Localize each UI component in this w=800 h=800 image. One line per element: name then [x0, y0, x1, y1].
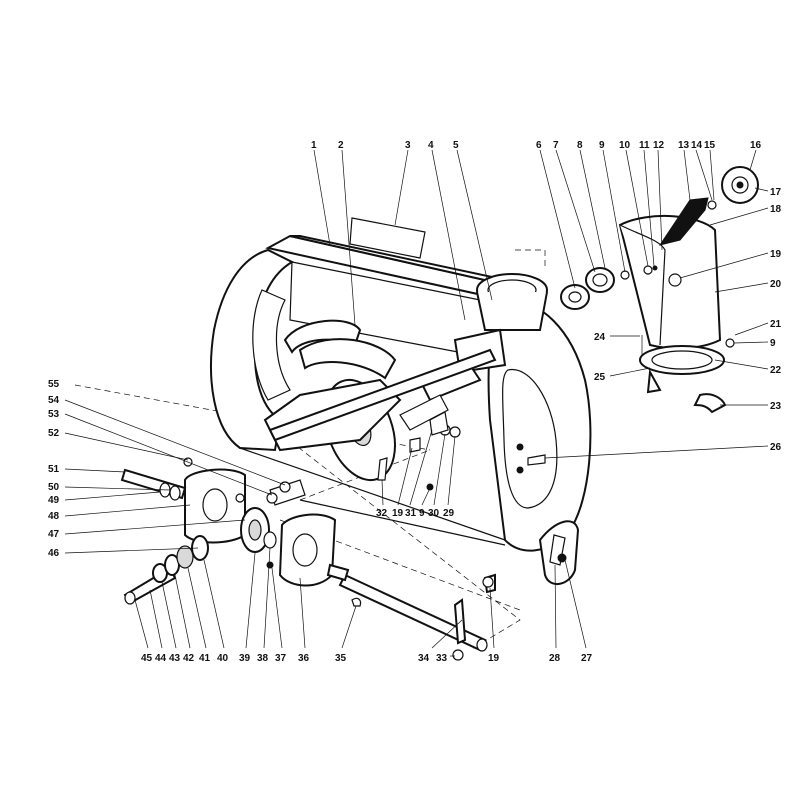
callout-34: 34 [418, 653, 430, 664]
callout-27: 27 [581, 653, 593, 664]
callout-16: 16 [750, 140, 762, 151]
callout-24: 24 [594, 332, 606, 343]
callout-18: 18 [770, 204, 782, 215]
callout-30: 30 [428, 508, 440, 519]
callout-39: 39 [239, 653, 251, 664]
callout-42: 42 [183, 653, 195, 664]
callout-32: 32 [376, 508, 388, 519]
callout-31: 31 [405, 508, 417, 519]
callout-55: 55 [48, 379, 60, 390]
auger-assembly [263, 319, 497, 482]
callout-51: 51 [48, 464, 60, 475]
callout-46: 46 [48, 548, 60, 559]
small-hardware [377, 411, 546, 588]
callout-7: 7 [553, 140, 559, 151]
discharge-chute [618, 166, 759, 414]
callout-11: 11 [639, 140, 650, 151]
callout-26: 26 [770, 442, 782, 453]
callout-9-chute: 9 [770, 338, 776, 349]
callout-41: 41 [199, 653, 211, 664]
callout-1: 1 [311, 140, 317, 151]
callout-15: 15 [704, 140, 716, 151]
callout-labels: 1 2 3 4 5 6 7 8 9 10 11 12 13 14 15 16 1… [48, 140, 782, 664]
input-shaft-stack [120, 468, 306, 605]
callout-19-bottom: 19 [488, 653, 500, 664]
skid-shoe [538, 520, 580, 585]
callout-43: 43 [169, 653, 181, 664]
callout-8: 8 [577, 140, 583, 151]
callout-25: 25 [594, 372, 606, 383]
callout-48: 48 [48, 511, 60, 522]
leader-lines [64, 149, 769, 657]
callout-36: 36 [298, 653, 310, 664]
callout-37: 37 [275, 653, 287, 664]
callout-13: 13 [678, 140, 690, 151]
callout-49: 49 [48, 495, 60, 506]
callout-44: 44 [155, 653, 167, 664]
callout-12: 12 [653, 140, 665, 151]
callout-54: 54 [48, 395, 60, 406]
bearing-stack [560, 265, 658, 310]
callout-38: 38 [257, 653, 269, 664]
callout-19-middle: 19 [392, 508, 404, 519]
callout-10: 10 [619, 140, 631, 151]
callout-52: 52 [48, 428, 60, 439]
callout-40: 40 [217, 653, 229, 664]
gear-case [183, 457, 350, 587]
callout-14: 14 [691, 140, 703, 151]
callout-22: 22 [770, 365, 782, 376]
callout-17: 17 [770, 187, 782, 198]
callout-35: 35 [335, 653, 347, 664]
auger-housing [210, 234, 592, 552]
callout-45: 45 [141, 653, 153, 664]
callout-47: 47 [48, 529, 60, 540]
callout-19: 19 [770, 249, 782, 260]
callout-50: 50 [48, 482, 60, 493]
callout-6: 6 [536, 140, 542, 151]
callout-20: 20 [770, 279, 782, 290]
callout-5: 5 [453, 140, 459, 151]
callout-4: 4 [428, 140, 434, 151]
callout-28: 28 [549, 653, 561, 664]
callout-29: 29 [443, 508, 455, 519]
decal-plate [349, 217, 426, 259]
drive-shaft [338, 573, 496, 661]
callout-2: 2 [338, 140, 344, 151]
callout-9: 9 [599, 140, 605, 151]
callout-23: 23 [770, 401, 782, 412]
callout-9-middle: 9 [419, 508, 425, 519]
callout-21: 21 [770, 319, 782, 330]
callout-3: 3 [405, 140, 411, 151]
callout-53: 53 [48, 409, 60, 420]
callout-33: 33 [436, 653, 448, 664]
